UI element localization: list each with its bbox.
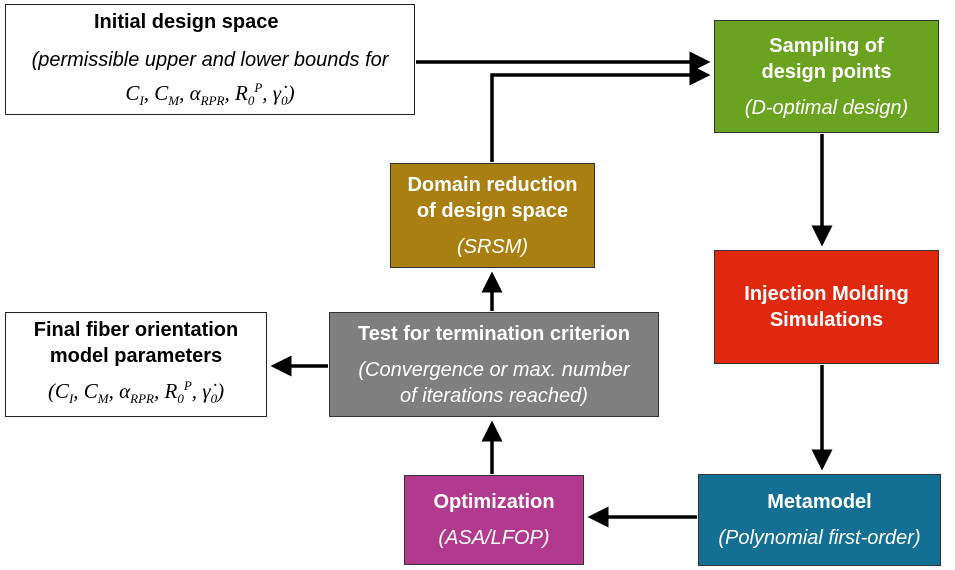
node-final-title-line1: Final fiber orientation	[33, 318, 239, 341]
node-final-parameters: Final fiber orientation model parameters…	[5, 312, 267, 417]
node-test-subtitle-line2: of iterations reached)	[400, 384, 588, 407]
node-injection-title-line1: Injection Molding	[744, 283, 909, 305]
node-sampling: Sampling of design points (D-optimal des…	[714, 20, 939, 133]
arrow-domain-to-sampling	[490, 64, 711, 162]
node-sampling-subtitle: (D-optimal design)	[744, 96, 909, 119]
node-domain-subtitle: (SRSM)	[456, 235, 529, 258]
node-optimization-subtitle: (ASA/LFOP)	[438, 527, 550, 549]
node-metamodel: Metamodel (Polynomial first-order)	[698, 474, 941, 566]
node-metamodel-title: Metamodel	[767, 491, 872, 513]
node-final-params: (CI, CM, αRPR, R0P, γ̇0)	[47, 377, 225, 407]
node-optimization: Optimization (ASA/LFOP)	[404, 475, 584, 565]
node-initial-subtitle: (permissible upper and lower bounds for	[31, 49, 389, 71]
node-sampling-title-line1: Sampling of	[769, 34, 884, 57]
node-initial-title: Initial design space	[94, 11, 279, 33]
node-final-title-line2: model parameters	[49, 344, 223, 367]
node-termination-test: Test for termination criterion (Converge…	[329, 312, 659, 417]
node-injection-molding: Injection Molding Simulations	[714, 250, 939, 364]
node-initial-params: CI, CM, αRPR, R0P, γ̇0)	[125, 80, 295, 109]
node-injection-title-line2: Simulations	[769, 309, 884, 331]
node-domain-title-line2: of design space	[416, 199, 569, 222]
node-metamodel-subtitle: (Polynomial first-order)	[718, 527, 921, 549]
node-initial-design-space: Initial design space (permissible upper …	[5, 4, 415, 115]
node-domain-reduction: Domain reduction of design space (SRSM)	[390, 163, 595, 268]
node-test-subtitle-line1: (Convergence or max. number	[358, 358, 630, 381]
node-optimization-title: Optimization	[433, 491, 555, 513]
node-test-title: Test for termination criterion	[358, 322, 630, 345]
node-sampling-title-line2: design points	[761, 60, 892, 83]
node-domain-title-line1: Domain reduction	[407, 173, 578, 196]
